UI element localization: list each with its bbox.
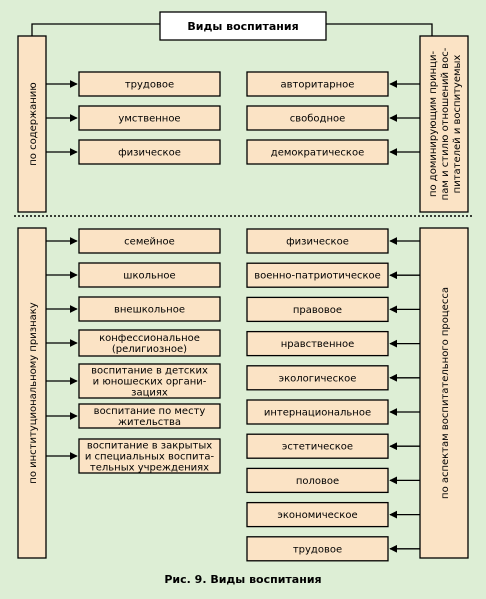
aspect-item-8: половое (246, 467, 420, 494)
category-by-style-label-line-1: по доминирующим принци- (428, 51, 439, 198)
category-by-style: по доминирующим принци- пам и стилю отно… (419, 35, 469, 213)
style-item-2-text: свободное (290, 114, 346, 125)
aspect-item-3-text: правовое (293, 305, 342, 316)
institutional-item-5-text-line-1: воспитание в детских (91, 366, 208, 377)
content-item-2-text: умственное (118, 114, 180, 125)
aspect-item-6: интернациональное (246, 399, 420, 425)
category-by-aspect: по аспектам воспитательного процесса (419, 227, 469, 559)
aspect-item-10: трудовое (246, 536, 420, 562)
institutional-item-3: внешкольное (46, 296, 221, 322)
content-item-3-text: физическое (118, 148, 181, 159)
style-item-1: авторитарное (246, 71, 420, 97)
diagram-title: Виды воспитания (187, 20, 298, 33)
category-by-content: по содержанию (17, 35, 47, 213)
aspect-item-6-text: интернациональное (264, 408, 371, 419)
aspect-item-2: военно-патриотическое (246, 262, 420, 288)
content-item-1-text: трудовое (125, 80, 174, 91)
aspect-item-7-text: эстетическое (282, 442, 353, 453)
category-by-aspect-label: по аспектам воспитательного процесса (440, 287, 451, 499)
category-by-style-label-line-3: питателей и воспитуемых (452, 55, 463, 194)
content-items: трудовое умственное физическое (46, 71, 221, 165)
institutional-item-3-text: внешкольное (114, 305, 185, 316)
institutional-items: семейное школьное внешкольное конфессиональ… (46, 228, 221, 474)
aspect-item-8-text: половое (296, 476, 339, 487)
category-by-institution: по институциональному признаку (17, 227, 47, 559)
aspect-items: физическое военно-патриотическое правовое н… (246, 228, 420, 562)
aspect-item-1: физическое (246, 228, 420, 254)
title-box: Виды воспитания (159, 11, 327, 41)
style-items: авторитарное свободное демократическое (246, 71, 420, 165)
institutional-item-5-text-line-2: и юношеских органи- (93, 377, 207, 388)
figure-caption: Рис. 9. Виды воспитания (164, 573, 321, 586)
title-connectors (31, 23, 433, 36)
aspect-item-4: нравственное (246, 330, 420, 357)
aspect-item-9-text: экономическое (277, 510, 357, 521)
content-item-2: умственное (46, 105, 221, 131)
style-item-1-text: авторитарное (281, 80, 355, 91)
institutional-item-6-text-line-1: воспитание по месту (94, 406, 206, 417)
aspect-item-1-text: физическое (286, 237, 349, 248)
style-item-3-text: демократическое (271, 148, 364, 159)
aspect-item-10-text: трудовое (293, 544, 342, 555)
institutional-item-1-text: семейное (124, 237, 175, 248)
content-item-1: трудовое (46, 71, 221, 97)
aspect-item-5-text: экологическое (279, 373, 357, 384)
aspect-item-5: экологическое (246, 365, 420, 391)
institutional-item-6-text-line-2: жительства (118, 417, 181, 428)
style-item-3: демократическое (246, 139, 420, 165)
institutional-item-7-text-line-2: и специальных воспита- (85, 452, 215, 463)
aspect-item-4-text: нравственное (281, 339, 355, 350)
style-item-2: свободное (246, 105, 420, 131)
institutional-item-4-text-line-2: (религиозное) (112, 344, 187, 355)
institutional-item-2-text: школьное (123, 271, 175, 282)
category-by-content-label: по содержанию (28, 82, 39, 165)
content-item-3: физическое (46, 139, 221, 165)
institutional-item-4: конфессиональное(религиозное) (46, 329, 221, 357)
category-by-institution-label: по институциональному признаку (28, 302, 39, 484)
aspect-item-2-text: военно-патриотическое (254, 271, 381, 282)
institutional-item-4-text-line-1: конфессиональное (99, 333, 200, 344)
institutional-item-5-text-line-3: зациях (131, 388, 168, 399)
institutional-item-1: семейное (46, 228, 221, 254)
aspect-item-9: экономическое (246, 501, 420, 528)
institutional-item-2: школьное (46, 262, 221, 288)
institutional-item-7-text-line-3: тельных учреждениях (90, 463, 209, 474)
aspect-item-7: эстетическое (246, 433, 420, 459)
institutional-item-7-text-line-1: воспитание в закрытых (87, 441, 212, 452)
category-by-style-label-line-2: пам и стилю отношений вос- (440, 47, 451, 200)
aspect-item-3: правовое (246, 296, 420, 323)
